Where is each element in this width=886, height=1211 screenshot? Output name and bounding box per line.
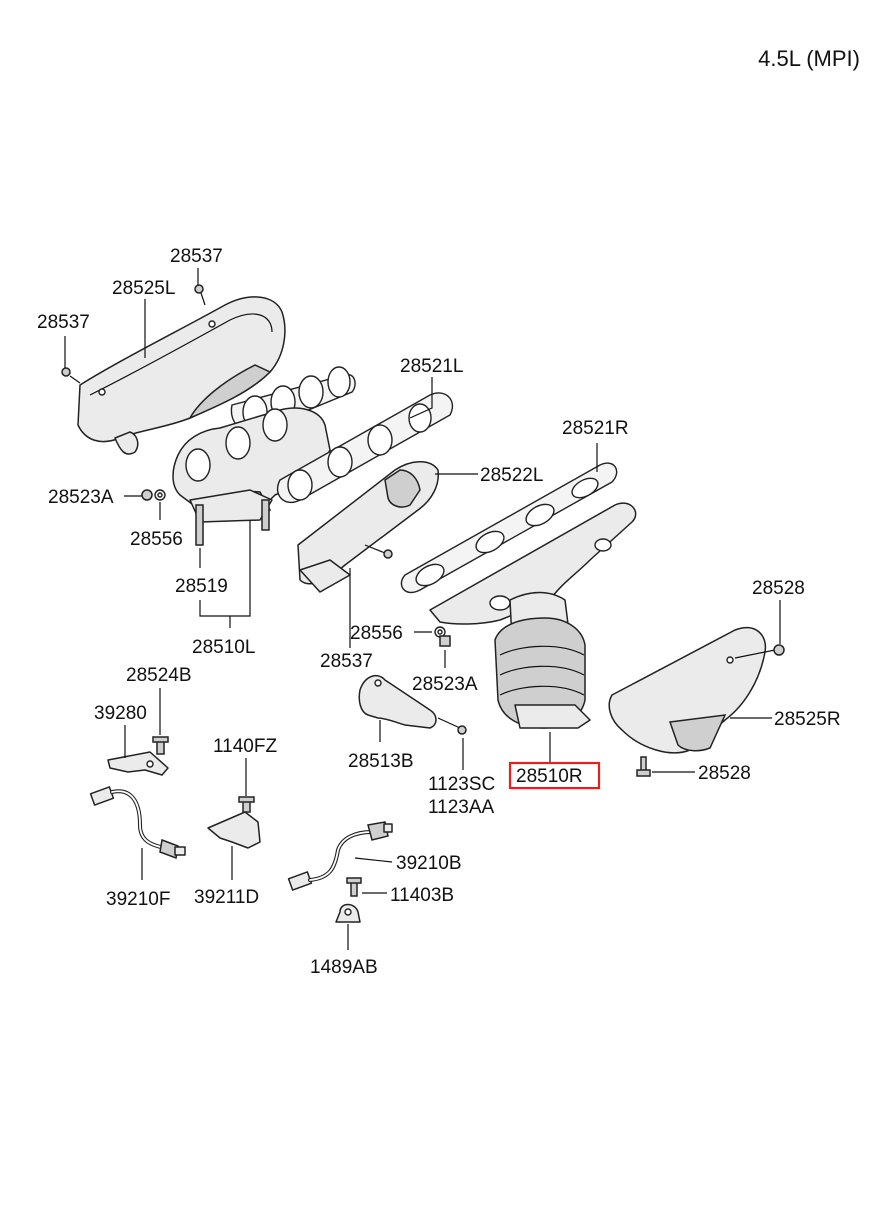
bracket-39211d: [207, 811, 261, 849]
bolt-28528-top: [734, 644, 785, 659]
label-28521r[interactable]: 28521R: [562, 418, 629, 439]
label-28537-top[interactable]: 28537: [170, 246, 223, 267]
oxygen-sensor-39210b: [287, 821, 393, 891]
gasket-right-upper: [276, 392, 454, 504]
label-28528-bottom[interactable]: 28528: [698, 763, 751, 784]
label-1489ab[interactable]: 1489AB: [310, 957, 378, 978]
label-28524b[interactable]: 28524B: [126, 665, 192, 686]
label-28556-left[interactable]: 28556: [130, 529, 183, 550]
bolt-28537-mid: [364, 544, 393, 559]
highlight-box-28510r: [508, 761, 601, 790]
label-1123aa[interactable]: 1123AA: [428, 797, 495, 818]
stud-28519: [195, 499, 270, 546]
label-28523a-mid[interactable]: 28523A: [412, 674, 478, 695]
label-1123sc[interactable]: 1123SC: [428, 774, 495, 795]
oxygen-sensor-39210f: [89, 786, 186, 860]
label-28510l[interactable]: 28510L: [192, 637, 255, 658]
label-28556-mid[interactable]: 28556: [350, 623, 403, 644]
diagram-title: 4.5L (MPI): [758, 46, 860, 71]
label-39210f[interactable]: 39210F: [106, 889, 170, 910]
washer-28556-left: [154, 489, 166, 501]
label-28525l[interactable]: 28525L: [112, 278, 175, 299]
bolt-11403b: [346, 877, 362, 897]
heat-shield-right-28525r: [608, 626, 767, 754]
bracket-28513b: [358, 674, 437, 729]
part-labels: 28537 28525L 28537 28521L 28521R 28522L …: [37, 246, 841, 978]
label-28528-top[interactable]: 28528: [752, 578, 805, 599]
clip-1489ab: [335, 903, 361, 923]
label-28537-mid[interactable]: 28537: [320, 651, 373, 672]
bolt-1140fz: [238, 796, 255, 813]
label-11403b[interactable]: 11403B: [390, 885, 454, 906]
heat-shield-left: [77, 296, 286, 455]
label-28523a-left[interactable]: 28523A: [48, 487, 114, 508]
label-28519[interactable]: 28519: [175, 576, 228, 597]
label-28521l[interactable]: 28521L: [400, 356, 463, 377]
bolt-28537-left: [61, 367, 81, 384]
label-28522l[interactable]: 28522L: [480, 465, 543, 486]
label-28510r[interactable]: 28510R: [516, 766, 583, 787]
bolt-28524b: [152, 736, 169, 755]
label-39280[interactable]: 39280: [94, 703, 147, 724]
label-39210b[interactable]: 39210B: [396, 853, 462, 874]
leader-lines: [64, 268, 781, 950]
bracket-39280: [107, 751, 169, 776]
bolt-28537-top: [194, 284, 206, 306]
exhaust-manifold-right-28510r: [429, 502, 637, 729]
bolt-28528-bottom: [636, 756, 651, 777]
gasket-right-28521r: [400, 462, 618, 594]
nut-28523a-left: [141, 489, 153, 501]
label-28525r[interactable]: 28525R: [774, 709, 841, 730]
label-39211d[interactable]: 39211D: [194, 887, 259, 908]
nut-28523a-mid: [439, 635, 451, 647]
label-1140fz[interactable]: 1140FZ: [213, 736, 277, 757]
label-28537-left[interactable]: 28537: [37, 312, 90, 333]
label-28513b[interactable]: 28513B: [348, 751, 414, 772]
heat-shield-28522l: [297, 461, 440, 593]
bolt-1123sc: [437, 717, 467, 735]
